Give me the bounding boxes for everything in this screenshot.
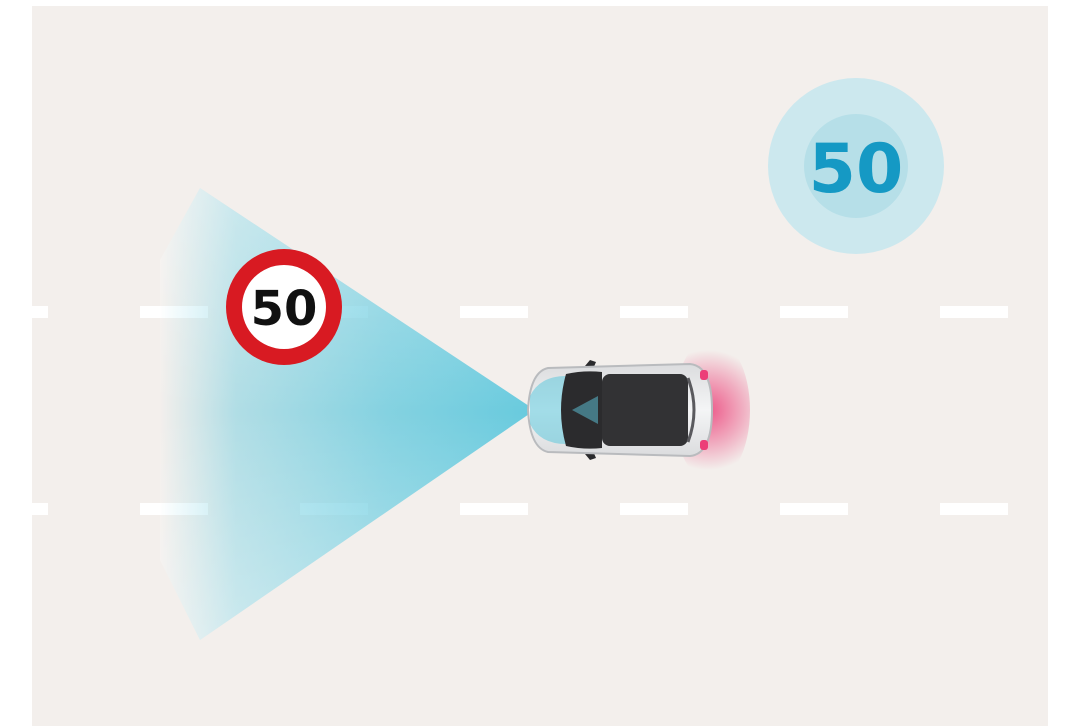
brake-light-bottom (700, 440, 708, 450)
lane-dash (620, 503, 688, 515)
lane-dash (780, 503, 848, 515)
recognized-speed-text: 50 (809, 130, 904, 209)
recognized-speed-indicator: 50 (768, 78, 944, 254)
lane-dash (460, 503, 528, 515)
lane-dash (460, 306, 528, 318)
lane-dash (940, 306, 1008, 318)
speed-limit-sign: 50 (226, 249, 342, 365)
car-top-view-icon (528, 360, 712, 460)
lane-dash (940, 503, 1008, 515)
lane-dash (620, 306, 688, 318)
brake-light-top (700, 370, 708, 380)
speed-limit-sign-text: 50 (251, 281, 318, 337)
lane-dash (32, 503, 48, 515)
lane-dash (32, 306, 48, 318)
lane-dash (780, 306, 848, 318)
